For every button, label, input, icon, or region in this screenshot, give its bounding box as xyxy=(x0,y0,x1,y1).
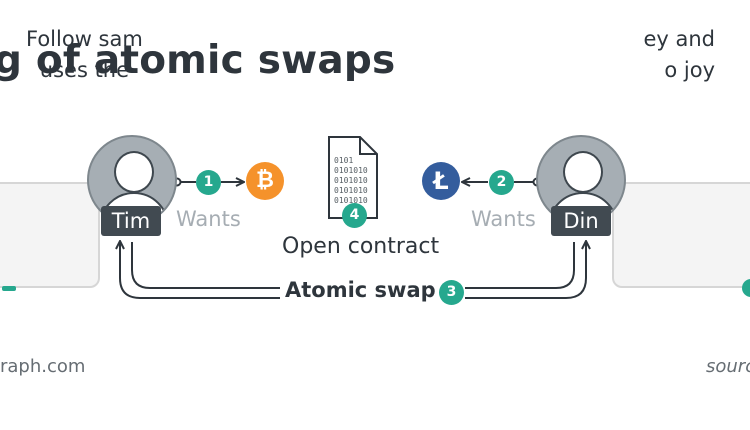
svg-text:0101010: 0101010 xyxy=(334,176,368,185)
din-avatar-head xyxy=(563,151,603,193)
din-name-tag: Din xyxy=(551,206,611,236)
left-box-text: ey and o joy xyxy=(643,24,715,86)
tim-avatar-head xyxy=(114,151,154,193)
source-link-left[interactable]: raph.com xyxy=(0,356,86,377)
svg-text:0101010: 0101010 xyxy=(334,186,368,195)
step-3-badge: 3 xyxy=(439,280,464,305)
tim-name-tag: Tim xyxy=(101,206,161,236)
left-box-line-2: o joy xyxy=(664,58,715,82)
litecoin-icon: Ł xyxy=(422,162,460,200)
right-box-line-1: Follow sam xyxy=(26,27,143,51)
step-4-badge: 4 xyxy=(342,203,367,228)
swap-arrow-left-outer xyxy=(120,242,280,299)
swap-arrow-right-inner xyxy=(465,242,575,289)
step-badge-partial xyxy=(742,279,750,297)
source-label-right: sourc xyxy=(706,356,750,377)
svg-text:0101010: 0101010 xyxy=(334,166,368,175)
left-info-box xyxy=(0,182,100,288)
svg-text:0101010: 0101010 xyxy=(334,196,368,205)
svg-text:0101: 0101 xyxy=(334,156,353,165)
step-1-badge: 1 xyxy=(196,170,221,195)
bitcoin-icon: ₿ xyxy=(246,162,284,200)
tim-wants-label: Wants xyxy=(176,207,241,231)
left-box-line-1: ey and xyxy=(643,27,715,51)
atomic-swap-label: Atomic swap xyxy=(285,278,436,302)
swap-arrow-left-inner xyxy=(131,242,280,289)
swap-arrow-right-outer xyxy=(465,242,586,299)
din-wants-label: Wants xyxy=(471,207,536,231)
right-box-line-2: uses the xyxy=(39,58,130,82)
contract-document-icon: 0101 0101010 0101010 0101010 0101010 xyxy=(328,136,378,219)
key-icon xyxy=(2,286,16,291)
right-box-text: Follow sam uses the xyxy=(26,24,143,86)
page-title: g of atomic swaps xyxy=(0,38,396,83)
open-contract-label: Open contract xyxy=(282,234,440,259)
step-2-badge: 2 xyxy=(489,170,514,195)
right-info-box xyxy=(612,182,750,288)
